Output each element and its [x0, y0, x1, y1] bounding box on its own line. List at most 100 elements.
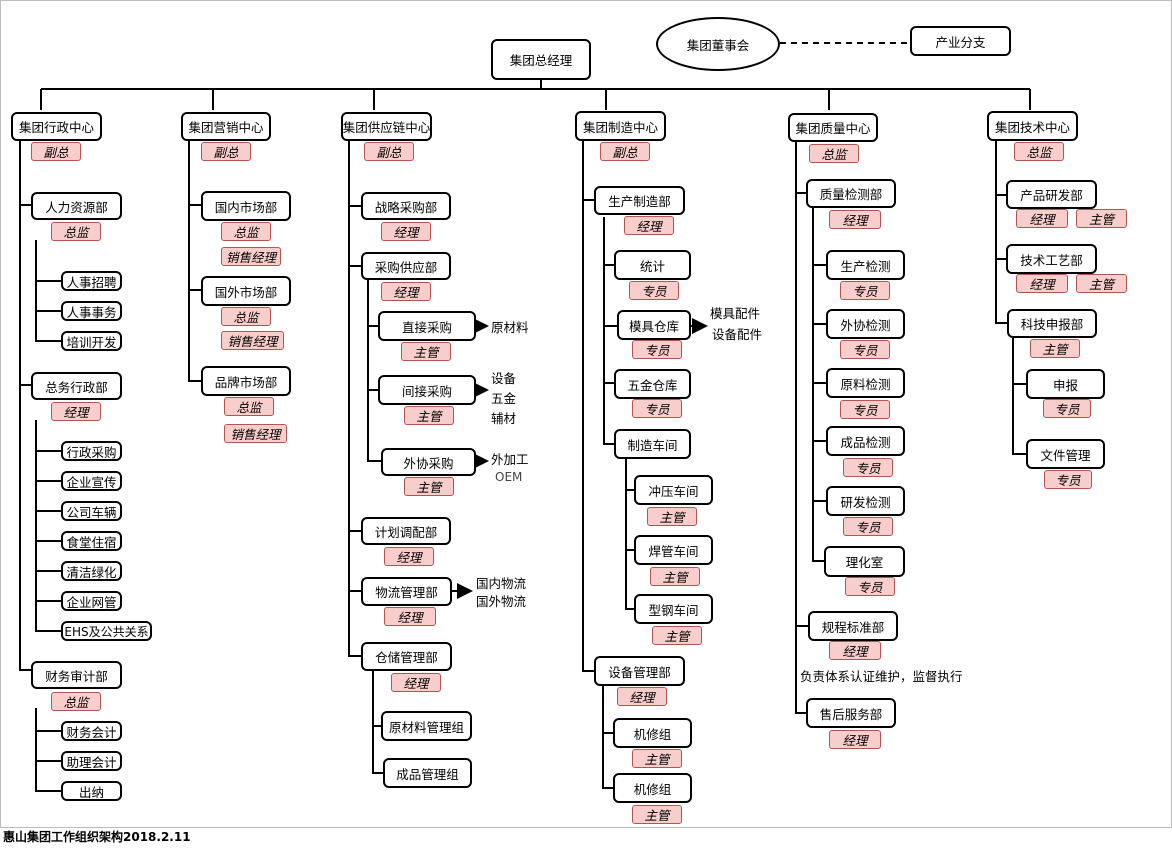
- purchase-supply-dept-node: 采购供应部: [361, 252, 451, 280]
- foreign-market-dept-node: 国外市场部: [201, 276, 291, 306]
- declaration-node: 申报: [1026, 369, 1105, 399]
- inspection-role: 专员: [840, 400, 890, 419]
- manufacturing-center-node: 集团制造中心: [575, 111, 666, 141]
- general-admin-dept-node: 总务行政部: [31, 372, 122, 400]
- brand-market-dept-role: 总监: [224, 397, 274, 416]
- general-manager-node: 集团总经理: [491, 39, 591, 80]
- warehouse-group-node: 成品管理组: [383, 758, 472, 788]
- finance-audit-dept-role: 总监: [51, 692, 101, 711]
- document-management-role: 专员: [1044, 470, 1092, 489]
- hr-dept-node: 人力资源部: [31, 192, 122, 220]
- lab-role: 专员: [845, 577, 895, 596]
- indirect-purchasing-item: 设备: [491, 371, 517, 386]
- inspection-role: 专员: [843, 458, 893, 477]
- indirect-purchasing-role: 主管: [404, 406, 454, 425]
- domestic-market-dept-node: 国内市场部: [201, 191, 291, 221]
- tech-process-dept-node: 技术工艺部: [1006, 244, 1097, 274]
- tech-center-role: 总监: [1014, 142, 1064, 161]
- finance-item: 财务会计: [61, 721, 122, 741]
- industry-branch-node: 产业分支: [910, 26, 1011, 56]
- diagram-title: 惠山集团工作组织架构2018.2.11: [3, 830, 191, 844]
- direct-purchasing-role: 主管: [401, 342, 451, 361]
- general-admin-item: 行政采购: [61, 441, 122, 461]
- brand-market-dept-node: 品牌市场部: [201, 366, 291, 396]
- stamping-workshop-node: 冲压车间: [634, 475, 713, 505]
- workshop-node: 制造车间: [614, 429, 691, 459]
- planning-dept-role: 经理: [384, 547, 434, 566]
- general-admin-item: 清洁绿化: [61, 561, 122, 581]
- quality-center-role: 总监: [809, 144, 859, 163]
- warehouse-group-node: 原材料管理组: [381, 711, 472, 741]
- supply-chain-center-node: 集团供应链中心: [341, 112, 432, 141]
- inspection-role: 专员: [840, 340, 890, 359]
- foreign-market-dept-role: 总监: [221, 307, 271, 326]
- general-admin-dept-role: 经理: [51, 402, 101, 421]
- maintenance-group-role: 主管: [632, 805, 682, 824]
- warehouse-dept-role: 经理: [391, 673, 441, 692]
- product-rd-dept-role: 主管: [1076, 209, 1127, 228]
- domestic-market-dept-role: 总监: [221, 222, 271, 241]
- hr-item: 人事招聘: [61, 271, 122, 291]
- tech-declare-dept-node: 科技申报部: [1007, 309, 1097, 338]
- outsource-purchasing-item: OEM: [495, 470, 523, 484]
- section-steel-workshop-node: 型钢车间: [634, 594, 713, 624]
- logistics-dept-role: 经理: [384, 607, 436, 626]
- quality-inspection-dept-node: 质量检测部: [806, 179, 896, 208]
- general-admin-item: EHS及公共关系: [61, 621, 152, 641]
- inspection-role: 专员: [843, 517, 893, 536]
- planning-dept-node: 计划调配部: [361, 517, 451, 545]
- welded-pipe-workshop-node: 焊管车间: [634, 535, 713, 565]
- welded-pipe-workshop-role: 主管: [650, 567, 700, 586]
- warehouse-dept-node: 仓储管理部: [361, 642, 452, 671]
- marketing-center-node: 集团营销中心: [181, 112, 271, 141]
- statistics-node: 统计: [614, 250, 691, 280]
- indirect-purchasing-node: 间接采购: [378, 375, 476, 405]
- indirect-purchasing-item: 五金: [491, 391, 517, 406]
- mold-warehouse-item: 模具配件: [710, 306, 761, 321]
- maintenance-group-node: 机修组: [613, 718, 692, 748]
- declaration-role: 专员: [1043, 399, 1091, 418]
- equipment-dept-role: 经理: [617, 687, 667, 706]
- after-sales-dept-node: 售后服务部: [806, 698, 896, 728]
- marketing-center-role: 副总: [201, 142, 251, 161]
- quality-inspection-dept-role: 经理: [829, 210, 881, 229]
- inspection-role: 专员: [840, 281, 890, 300]
- hr-item: 人事事务: [61, 301, 122, 321]
- logistics-dept-node: 物流管理部: [361, 577, 452, 606]
- mold-warehouse-role: 专员: [632, 340, 682, 359]
- tech-declare-dept-role: 主管: [1030, 339, 1080, 358]
- inspection-node: 外协检测: [826, 309, 905, 339]
- inspection-node: 生产检测: [826, 250, 905, 280]
- strategic-purchasing-dept-role: 经理: [381, 222, 431, 241]
- finance-item: 出纳: [61, 781, 122, 801]
- general-admin-item: 公司车辆: [61, 501, 122, 521]
- tech-process-dept-role: 经理: [1016, 274, 1068, 293]
- general-admin-item: 企业宣传: [61, 471, 122, 491]
- finance-item: 助理会计: [61, 751, 122, 771]
- outsource-purchasing-item: 外加工: [491, 452, 529, 467]
- outsource-purchasing-role: 主管: [404, 477, 454, 496]
- logistics-item: 国内物流: [476, 576, 527, 591]
- equipment-dept-node: 设备管理部: [594, 656, 685, 686]
- standards-note: 负责体系认证维护，监督执行: [800, 669, 963, 684]
- maintenance-group-role: 主管: [632, 749, 682, 768]
- production-dept-role: 经理: [624, 216, 674, 235]
- supply-chain-center-role: 副总: [364, 142, 414, 161]
- statistics-role: 专员: [629, 281, 679, 300]
- production-dept-node: 生产制造部: [594, 186, 685, 215]
- manufacturing-center-role: 副总: [600, 142, 650, 161]
- brand-sales-manager: 销售经理: [224, 424, 287, 443]
- stamping-workshop-role: 主管: [647, 507, 697, 526]
- mold-warehouse-item: 设备配件: [712, 327, 763, 342]
- maintenance-group-node: 机修组: [613, 773, 692, 803]
- tech-center-node: 集团技术中心: [987, 111, 1078, 141]
- domestic-sales-manager: 销售经理: [221, 247, 281, 266]
- board-of-directors-node: 集团董事会: [656, 17, 780, 71]
- admin-center-role: 副总: [31, 142, 81, 161]
- tech-process-dept-role: 主管: [1076, 274, 1127, 293]
- general-admin-item: 企业网管: [61, 591, 122, 611]
- hr-item: 培训开发: [61, 331, 122, 351]
- inspection-node: 成品检测: [826, 426, 905, 456]
- inspection-node: 原料检测: [826, 368, 905, 398]
- inspection-node: 研发检测: [826, 486, 905, 516]
